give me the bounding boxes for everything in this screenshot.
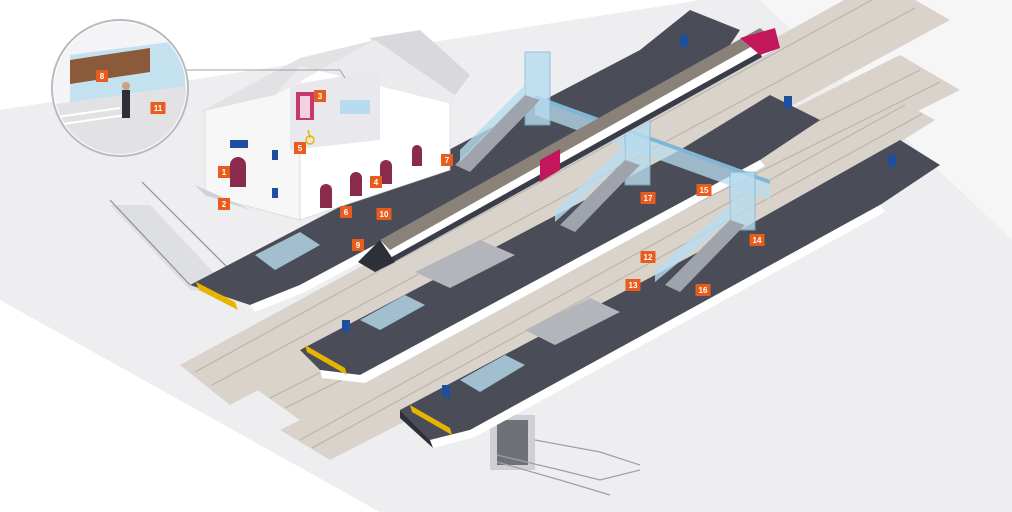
marker-label: 12 — [644, 253, 653, 262]
marker-label: 10 — [380, 210, 389, 219]
zoom-inset — [51, 19, 346, 157]
train-accent — [540, 149, 560, 182]
marker-label: 4 — [374, 178, 379, 187]
marker-label: 6 — [344, 208, 349, 217]
marker-label: 11 — [154, 104, 163, 113]
marker-box — [352, 239, 364, 251]
platform-2-edge — [320, 160, 765, 383]
marker-box — [96, 70, 108, 82]
marker-1: 1 — [218, 166, 230, 178]
marker-box — [218, 166, 230, 178]
marker-label: 9 — [356, 241, 361, 250]
marker-box — [749, 234, 765, 246]
platform-3-edge — [430, 205, 885, 448]
marker-2: 2 — [218, 198, 230, 210]
marker-8: 8 — [96, 70, 108, 82]
marker-label: 13 — [629, 281, 638, 290]
underground-passage — [490, 415, 641, 496]
marker-13: 13 — [625, 279, 641, 291]
marker-box — [340, 206, 352, 218]
marker-box — [294, 142, 306, 154]
marker-17: 17 — [640, 192, 656, 204]
marker-7: 7 — [441, 154, 453, 166]
marker-box — [150, 102, 166, 114]
marker-label: 5 — [298, 144, 303, 153]
marker-label: 15 — [700, 186, 709, 195]
train-windows — [390, 52, 762, 263]
elevator-tower-1 — [524, 51, 551, 126]
marker-box — [441, 154, 453, 166]
escalator-1 — [455, 95, 540, 172]
platform-3-front — [400, 410, 433, 448]
marker-15: 15 — [696, 184, 712, 196]
marker-label: 3 — [318, 92, 323, 101]
marker-box — [640, 192, 656, 204]
marker-10: 10 — [376, 208, 392, 220]
marker-9: 9 — [352, 239, 364, 251]
marker-16: 16 — [695, 284, 711, 296]
marker-box — [625, 279, 641, 291]
building-interior — [290, 70, 380, 150]
marker-3: 3 — [314, 90, 326, 102]
marker-4: 4 — [370, 176, 382, 188]
escalators — [455, 85, 745, 292]
shelters — [255, 232, 620, 392]
marker-label: 16 — [699, 286, 708, 295]
train — [358, 28, 780, 272]
marker-label: 7 — [445, 156, 450, 165]
station-building — [195, 30, 470, 221]
escalator-2 — [560, 160, 640, 232]
marker-box — [314, 90, 326, 102]
marker-14: 14 — [749, 234, 765, 246]
marker-12: 12 — [640, 251, 656, 263]
marker-label: 1 — [222, 168, 227, 177]
marker-11: 11 — [150, 102, 166, 114]
train-tail — [740, 28, 780, 55]
marker-box — [640, 251, 656, 263]
marker-label: 17 — [644, 194, 653, 203]
train-roof — [380, 28, 770, 250]
platform-3 — [400, 140, 940, 440]
marker-6: 6 — [340, 206, 352, 218]
train-nose — [358, 240, 395, 272]
building-roof-left — [200, 40, 375, 112]
marker-box — [218, 198, 230, 210]
escalator-3 — [665, 220, 745, 292]
marker-label: 8 — [100, 72, 105, 81]
tactile-strips — [196, 282, 452, 435]
building-roof-right — [370, 30, 470, 95]
marker-5: 5 — [294, 142, 306, 154]
marker-box — [696, 184, 712, 196]
marker-box — [376, 208, 392, 220]
accessibility-signs — [342, 35, 896, 397]
marker-label: 14 — [753, 236, 762, 245]
marker-box — [695, 284, 711, 296]
track-3 — [280, 95, 935, 460]
marker-box — [370, 176, 382, 188]
wheelchair-icon — [305, 129, 315, 145]
entrance-ramp-railing — [109, 181, 235, 295]
marker-label: 2 — [222, 200, 227, 209]
